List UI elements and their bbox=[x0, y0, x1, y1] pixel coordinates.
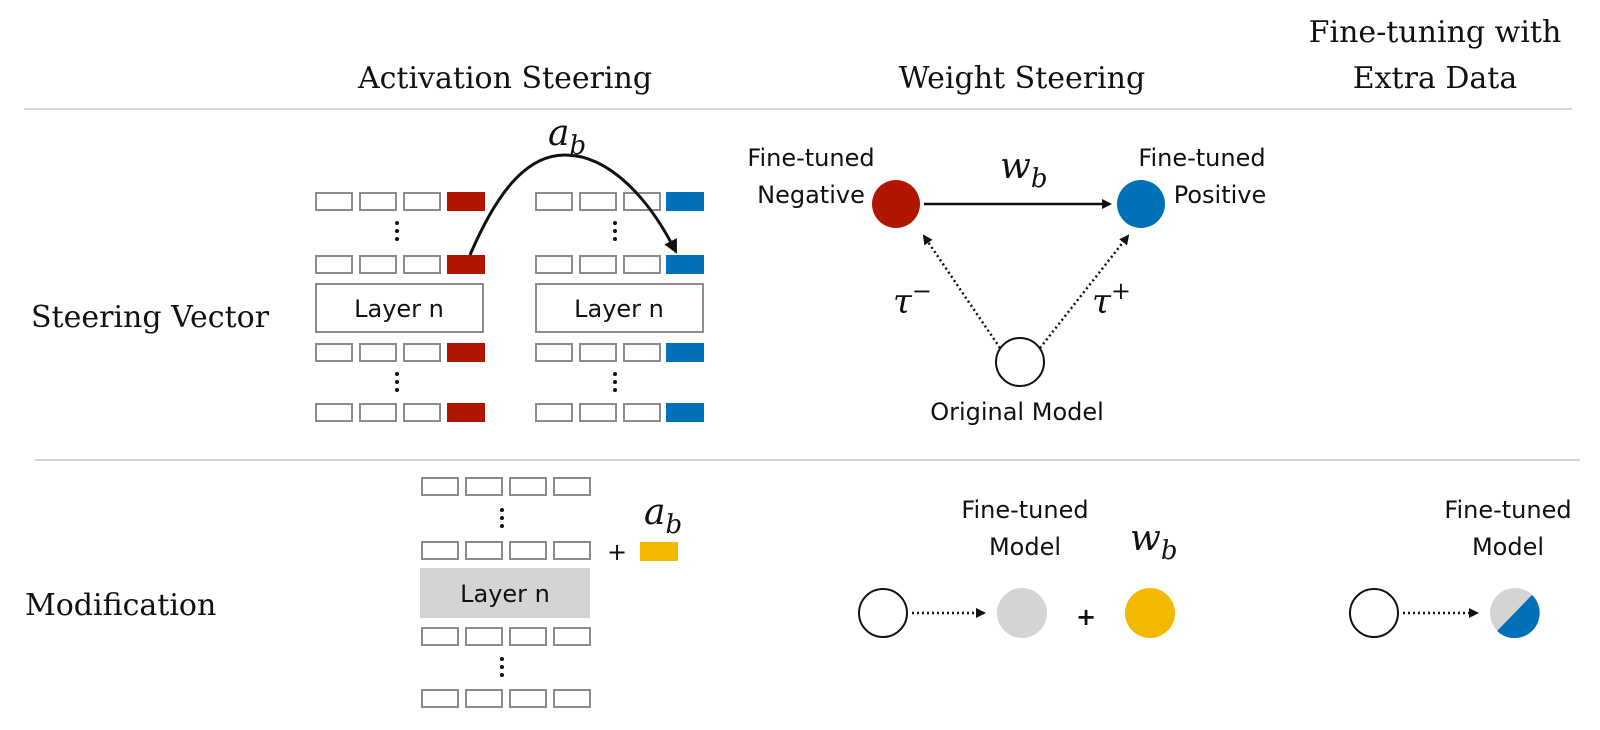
token-row bbox=[535, 255, 704, 274]
steering-vector-cell bbox=[640, 542, 678, 561]
positive-model-label-line2: Positive bbox=[1174, 181, 1267, 209]
column-header-activation-steering: Activation Steering bbox=[357, 61, 652, 96]
layer-box bbox=[315, 283, 484, 333]
token-row bbox=[535, 403, 704, 422]
column-header-finetuning-line2: Extra Data bbox=[1353, 61, 1518, 96]
layer-label: Layer n bbox=[354, 295, 444, 323]
positive-activation-cell bbox=[666, 255, 704, 274]
finetuned-model-node bbox=[997, 588, 1047, 638]
column-header-weight-steering: Weight Steering bbox=[899, 61, 1145, 96]
positive-share-segment bbox=[1497, 595, 1540, 639]
token-row bbox=[535, 343, 704, 362]
negative-activation-cell bbox=[447, 255, 485, 274]
weight-vector-node bbox=[1125, 588, 1175, 638]
layer-label: Layer n bbox=[574, 295, 664, 323]
positive-model-label-line1: Fine-tuned bbox=[1138, 144, 1265, 172]
token-row bbox=[421, 689, 591, 708]
vertical-ellipsis-icon bbox=[500, 508, 504, 528]
original-model-node bbox=[1349, 588, 1399, 638]
mixed-finetuned-model-node bbox=[1490, 588, 1540, 639]
plus-icon: + bbox=[1076, 603, 1096, 631]
activation-vector-symbol: ab bbox=[644, 492, 682, 540]
positive-activation-cell bbox=[666, 192, 704, 211]
vertical-ellipsis-icon bbox=[395, 221, 399, 241]
activation-modification-stack: Layer n bbox=[420, 477, 591, 708]
original-model-node bbox=[858, 588, 908, 638]
activation-positive-stack: Layer n bbox=[535, 192, 704, 422]
negative-model-label-line1: Fine-tuned bbox=[747, 144, 874, 172]
token-row bbox=[535, 192, 704, 211]
positive-model-node bbox=[1117, 180, 1165, 228]
negative-activation-cell bbox=[447, 343, 485, 362]
positive-activation-cell bbox=[666, 403, 704, 422]
token-row bbox=[315, 255, 485, 274]
finetuned-model-label-line2: Model bbox=[989, 533, 1061, 561]
positive-activation-cell bbox=[666, 343, 704, 362]
negative-activation-cell bbox=[447, 192, 485, 211]
finetuned-model-label-line2: Model bbox=[1472, 533, 1544, 561]
activation-steering-arrow bbox=[468, 153, 678, 256]
activation-negative-stack: Layer n bbox=[315, 192, 485, 422]
vertical-ellipsis-icon bbox=[395, 372, 399, 392]
token-row bbox=[421, 541, 591, 560]
weight-vector-symbol: wb bbox=[1130, 518, 1177, 566]
layer-label: Layer n bbox=[460, 580, 550, 608]
weight-vector-symbol: wb bbox=[1000, 146, 1047, 194]
activation-vector-symbol: ab bbox=[548, 113, 586, 161]
original-model-node bbox=[995, 337, 1045, 387]
tau-minus-label: τ− bbox=[893, 277, 932, 322]
negative-model-node bbox=[872, 180, 920, 228]
finetuned-model-label-line1: Fine-tuned bbox=[1444, 496, 1571, 524]
token-row bbox=[315, 192, 485, 211]
token-row bbox=[315, 403, 485, 422]
vertical-ellipsis-icon bbox=[613, 221, 617, 241]
layer-box bbox=[535, 283, 704, 333]
column-header-finetuning-line1: Fine-tuning with bbox=[1309, 15, 1562, 50]
token-row bbox=[421, 627, 591, 646]
plus-icon: + bbox=[607, 538, 627, 566]
finetuned-model-label-line1: Fine-tuned bbox=[961, 496, 1088, 524]
vertical-ellipsis-icon bbox=[500, 657, 504, 677]
vertical-ellipsis-icon bbox=[613, 372, 617, 392]
tau-plus-arrow bbox=[1039, 234, 1130, 349]
tau-plus-label: τ+ bbox=[1092, 277, 1131, 322]
token-row bbox=[421, 477, 591, 496]
row-label-modification: Modification bbox=[25, 588, 216, 623]
row-label-steering-vector: Steering Vector bbox=[31, 300, 270, 335]
negative-activation-cell bbox=[447, 403, 485, 422]
token-row bbox=[315, 343, 485, 362]
tau-minus-arrow bbox=[922, 234, 1002, 349]
negative-model-label-line2: Negative bbox=[757, 181, 865, 209]
layer-box-highlighted bbox=[420, 568, 590, 618]
original-model-label: Original Model bbox=[930, 398, 1104, 426]
